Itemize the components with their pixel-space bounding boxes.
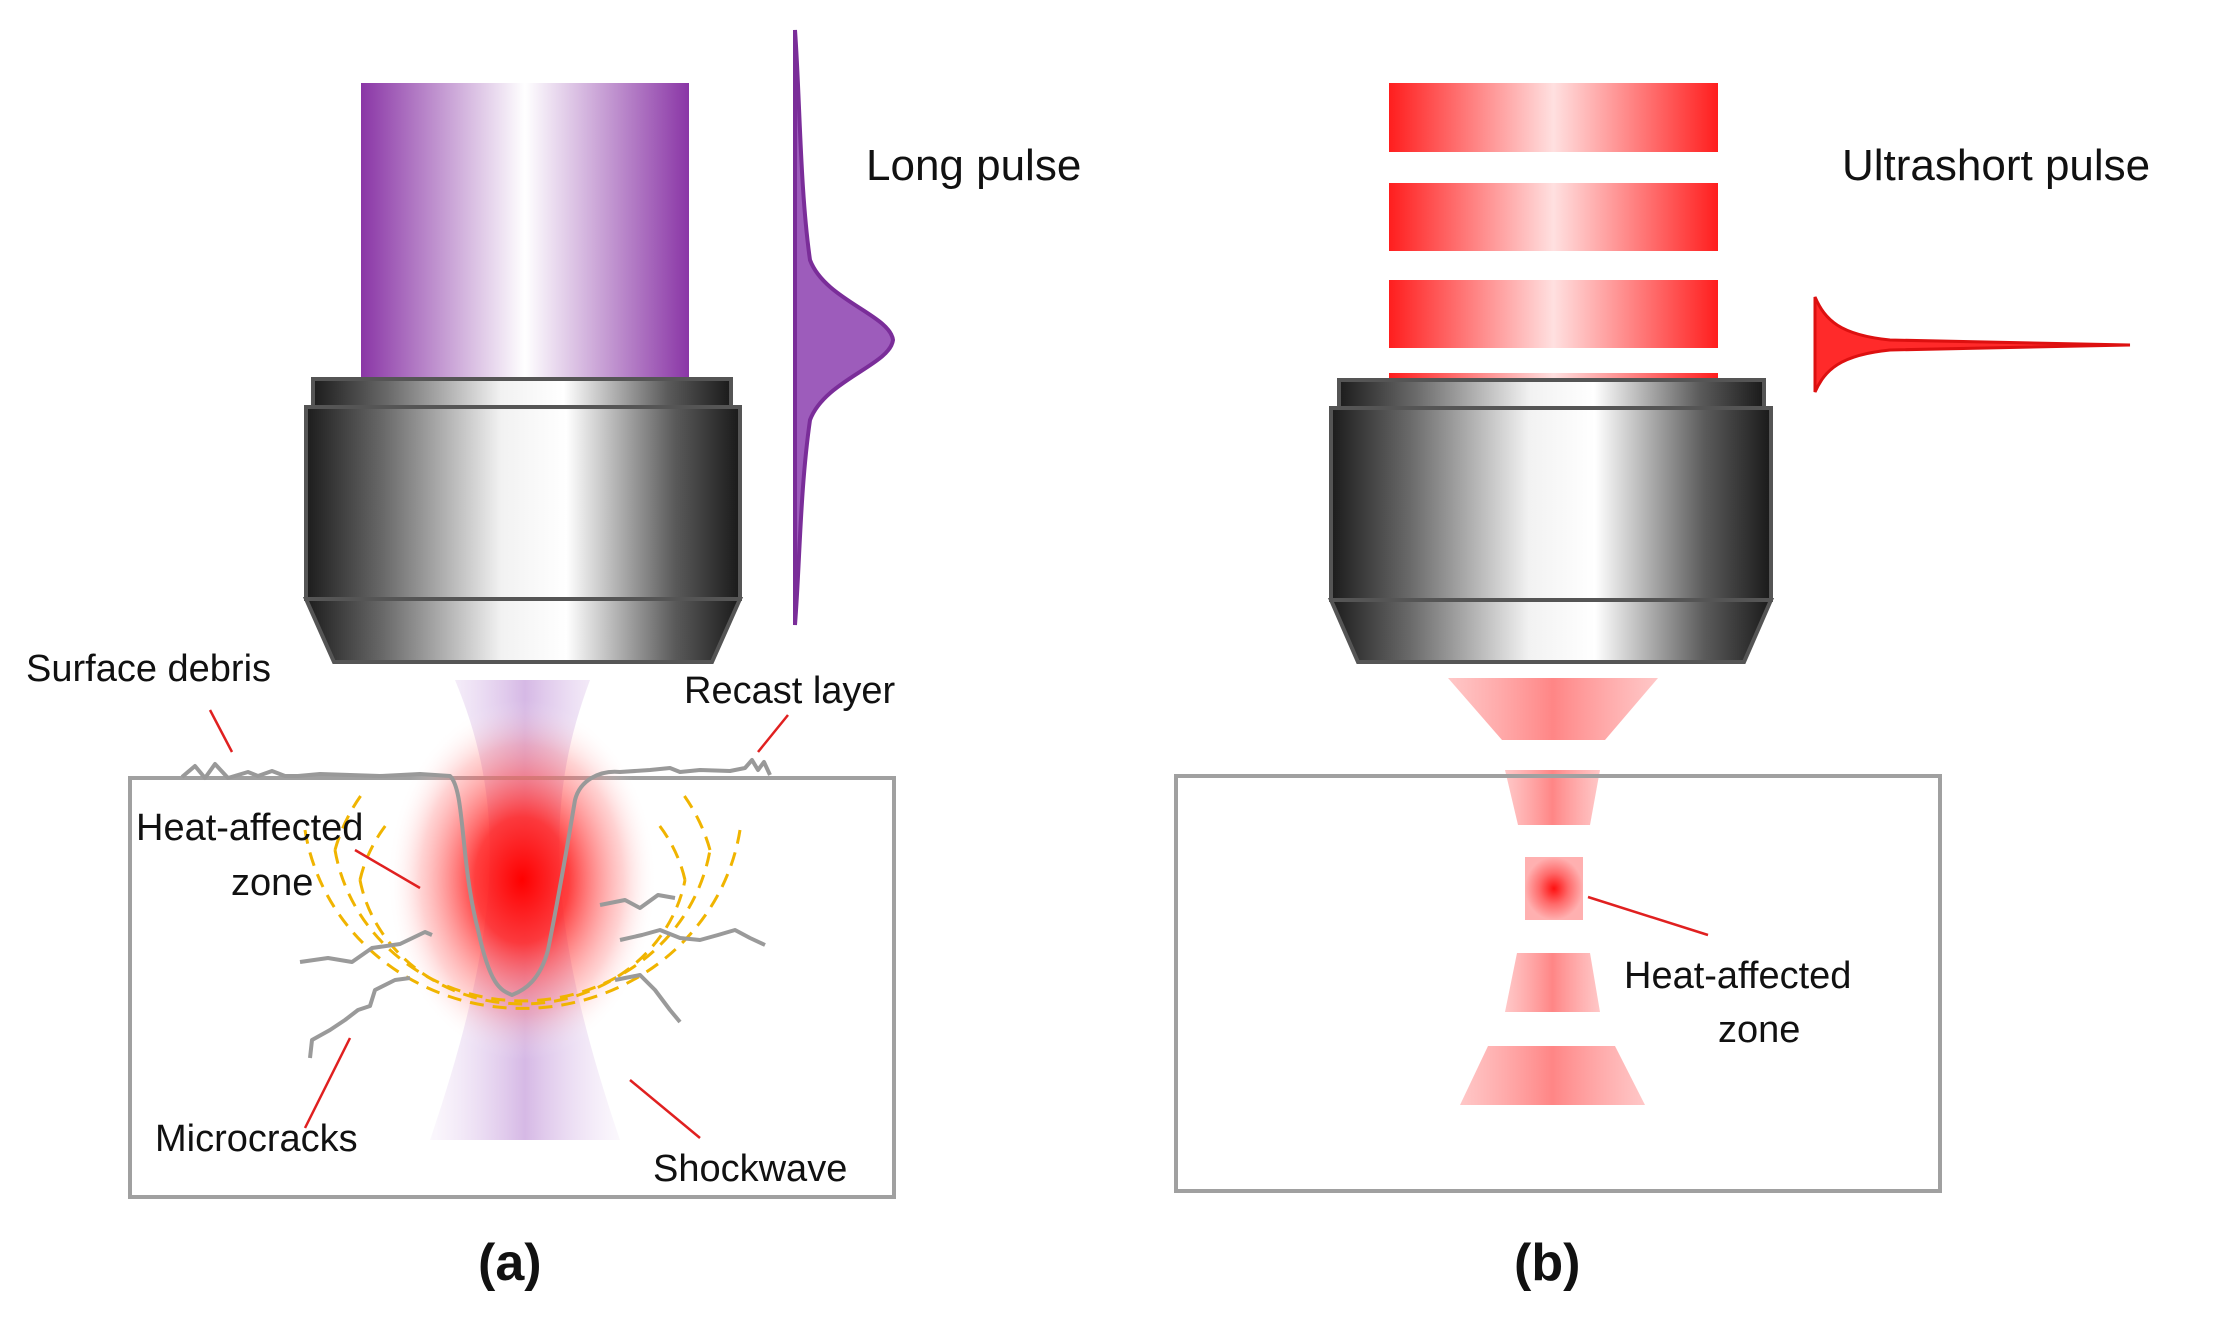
microcracks [299,893,766,1059]
microcracks-label: Microcracks [155,1118,358,1160]
leader-line-b [1587,895,1709,937]
long-pulse-profile [793,29,896,626]
long-pulse-beam [361,83,689,379]
heat-affected-zone-a [387,700,657,1060]
haz-label-a-line1: Heat-affected [136,807,363,849]
haz-label-b-line1: Heat-affected [1624,955,1851,997]
heat-affected-zone-b [1525,857,1583,920]
shockwave-arcs [303,789,742,1010]
caption-a: (a) [478,1234,542,1292]
objective-lens-b [1327,378,1775,664]
crater-profile [180,758,772,997]
haz-label-b-line2: zone [1718,1009,1800,1051]
haz-label-a-line2: zone [231,862,313,904]
caption-b: (b) [1514,1234,1580,1292]
panel-b: Ultrashort pulse Heat-affected zone (b) [1174,83,2150,1292]
long-pulse-title: Long pulse [866,141,1081,190]
shockwave-label: Shockwave [653,1148,847,1190]
surface-debris-label: Surface debris [26,648,271,690]
ultrashort-pulse-profile [1813,296,2131,393]
objective-lens-a [302,377,744,664]
recast-layer-label: Recast layer [684,670,896,712]
leader-lines-a [208,709,789,1139]
sample-block-b [1174,774,1942,1193]
ultrashort-pulse-train [1389,83,1718,382]
panel-a: Long pulse Surface debris Recast layer H… [26,29,1081,1292]
focused-beam-segments-b [1448,678,1658,1105]
ultrashort-pulse-title: Ultrashort pulse [1842,141,2150,190]
